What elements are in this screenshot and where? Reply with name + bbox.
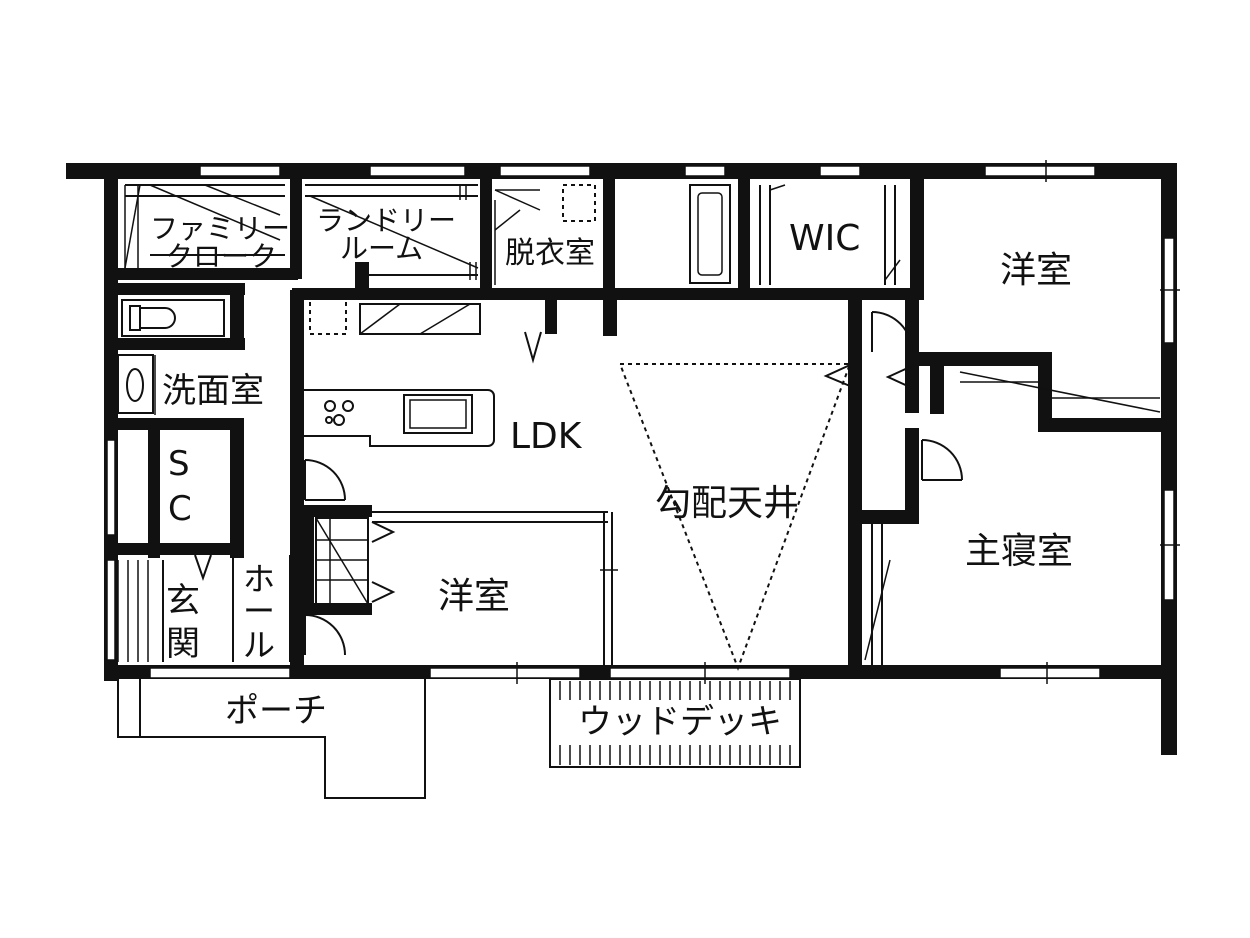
label-laundry-1: ランドリー bbox=[316, 204, 456, 237]
bathtub bbox=[689, 184, 731, 284]
label-sloped-ceiling: 勾配天井 bbox=[655, 483, 799, 524]
interior-walls bbox=[108, 179, 1163, 678]
label-entrance-1: 玄 bbox=[166, 581, 200, 621]
sloped-ceiling-outline bbox=[619, 363, 852, 671]
label-dressing-room: 脱衣室 bbox=[505, 236, 595, 271]
label-wic: WIC bbox=[789, 218, 860, 259]
wood-deck bbox=[549, 678, 801, 768]
room-labels: ファミリー クローク ランドリー ルーム 脱衣室 WIC 洋室 洗面室 LDK … bbox=[150, 204, 1073, 742]
dressing-fixtures bbox=[494, 184, 596, 285]
label-hall-2: ー bbox=[243, 592, 275, 630]
label-family-cloak-2: クローク bbox=[165, 240, 277, 273]
western-s-partitions bbox=[372, 511, 618, 668]
label-sc-c: C bbox=[168, 489, 192, 529]
label-sc-s: S bbox=[168, 444, 190, 484]
label-porch: ポーチ bbox=[225, 691, 327, 731]
stairs bbox=[315, 517, 369, 605]
label-entrance-2: 関 bbox=[166, 624, 200, 664]
entrance-storage bbox=[117, 555, 291, 662]
label-hall-1: ホ bbox=[243, 560, 275, 598]
doors bbox=[194, 311, 963, 656]
wic-shelving bbox=[759, 184, 901, 285]
label-master-bedroom: 主寝室 bbox=[965, 531, 1073, 572]
porch bbox=[117, 679, 426, 799]
label-family-cloak-1: ファミリー bbox=[150, 212, 290, 245]
label-ldk: LDK bbox=[510, 416, 583, 457]
label-laundry-2: ルーム bbox=[340, 232, 423, 265]
label-western-room-s: 洋室 bbox=[438, 576, 510, 617]
toilet bbox=[121, 299, 225, 337]
east-closets bbox=[864, 371, 1161, 665]
windows bbox=[106, 160, 1180, 684]
label-western-room-ne: 洋室 bbox=[1000, 250, 1072, 291]
label-washroom: 洗面室 bbox=[162, 371, 264, 411]
label-hall-3: ル bbox=[243, 626, 275, 664]
label-wood-deck: ウッドデッキ bbox=[578, 702, 782, 742]
cloak-shelving bbox=[124, 184, 479, 280]
kitchen bbox=[302, 297, 495, 447]
wash-basin bbox=[117, 354, 156, 415]
